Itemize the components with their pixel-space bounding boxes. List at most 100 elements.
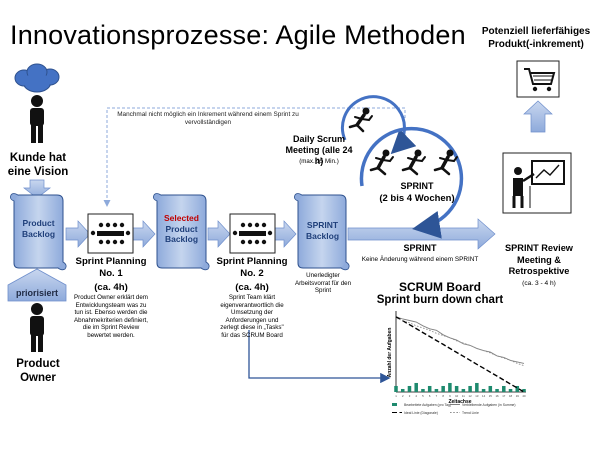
up-arrow-to-increment: [523, 100, 553, 133]
bar-mark: [441, 385, 445, 392]
daily-scrum-title: Daily Scrum Meeting (alle 24 h): [285, 134, 353, 166]
down-arrow-to-backlog: [22, 179, 52, 199]
flow-arrow-4: [273, 220, 297, 248]
x-tick-label: 8: [442, 394, 444, 398]
scrum-board-title: SCRUM Board: [398, 280, 481, 294]
sprint-planning-2-duration: (ca. 4h): [235, 282, 269, 293]
x-tick-label: 18: [509, 394, 513, 398]
daily-scrum-cycle: [340, 95, 417, 155]
review-duration: (ca. 3 - 4 h): [522, 280, 556, 287]
bar-mark: [448, 382, 452, 392]
sprint-planning-2-title: Sprint Planning No. 2: [216, 256, 288, 279]
bar-mark: [475, 382, 479, 392]
flow-arrow-3: [207, 220, 231, 248]
bar-mark: [454, 385, 459, 392]
bar-mark: [407, 385, 412, 392]
y-axis-label: Anzahl der Aufgaben: [387, 328, 393, 378]
legend-swatch: [392, 403, 397, 406]
sprint-backlog-label: SPRINT Backlog: [305, 220, 340, 241]
product-owner-label: Product Owner: [16, 358, 60, 384]
scrum-board-subtitle: Sprint burn down chart: [376, 294, 504, 306]
sprint-planning-1-description: Product Owner erklärt dem Entwicklungste…: [74, 294, 148, 339]
bar-mark: [522, 388, 526, 392]
feedback-note: Manchmal nicht möglich ein Inkrement wäh…: [117, 111, 299, 126]
bar-mark: [421, 388, 425, 392]
product-backlog-label: Product Backlog: [21, 218, 56, 239]
bar-mark: [461, 388, 466, 392]
x-tick-label: 3: [409, 394, 411, 398]
meeting-table-icon: [229, 213, 276, 254]
selected-backlog-scroll: [153, 193, 210, 271]
shopping-cart-icon: [516, 60, 560, 98]
x-tick-label: 1: [395, 394, 397, 398]
x-tick-label: 6: [429, 394, 431, 398]
presenter-icon: [502, 152, 572, 214]
x-tick-label: 11: [462, 394, 465, 398]
feedback-dashed-arrow: [103, 107, 406, 207]
product-backlog-scroll: [10, 193, 67, 271]
sprint-cycle-duration: (2 bis 4 Wochen): [379, 193, 455, 204]
bar-mark: [495, 388, 499, 392]
thought-cloud-icon: [14, 63, 60, 93]
x-tick-label: 7: [436, 394, 438, 398]
legend-entry: Bearbeitete Aufgaben (pro Tag): [404, 403, 451, 407]
selected-backlog-label: Selected Product Backlog: [158, 213, 205, 245]
series-line: [395, 316, 525, 393]
x-tick-label: 17: [502, 394, 506, 398]
legend-entry: Ideal Linie (Diagonale): [404, 411, 438, 415]
bar-mark: [414, 382, 418, 392]
bar-mark: [508, 388, 513, 392]
bar-mark: [400, 388, 405, 392]
x-tick-label: 19: [516, 394, 520, 398]
legend-entry: Trend Linie: [462, 411, 479, 415]
x-tick-label: 10: [455, 394, 459, 398]
x-tick-label: 20: [522, 394, 526, 398]
x-tick-label: 9: [449, 394, 451, 398]
review-label: SPRINT Review Meeting & Retrospektive: [505, 243, 573, 276]
flow-arrow-2: [132, 220, 156, 248]
priorisiert-label: priorisiert: [15, 288, 58, 298]
increment-label: Potenziell lieferfähiges Produkt(-inkrem…: [481, 26, 591, 50]
bar-mark: [427, 385, 432, 392]
thinking-person-icon: [30, 95, 44, 143]
series-line: [395, 317, 525, 367]
runner-icon: [433, 149, 458, 176]
daily-scrum-note: (max. 15 Min.): [299, 158, 339, 165]
x-tick-label: 5: [422, 394, 424, 398]
bar-mark: [488, 385, 493, 392]
sprint-arrow-note: Keine Änderung während einem SPRINT: [361, 256, 479, 263]
x-tick-label: 13: [475, 394, 479, 398]
x-tick-label: 14: [482, 394, 486, 398]
sprint-planning-2-description: Sprint Team klärt eigenverantwortlich di…: [220, 294, 284, 339]
page-title: Innovationsprozesse: Agile Methoden: [10, 20, 466, 50]
customer-label: Kunde hat eine Vision: [7, 152, 69, 178]
legend-entry: Verbleibende Aufgaben (in Summe): [462, 403, 516, 407]
meeting-table-icon: [87, 213, 134, 254]
x-tick-label: 15: [489, 394, 493, 398]
person-icon: [30, 303, 44, 352]
series-line: [395, 316, 525, 364]
x-axis-label: Zeitachse: [448, 399, 471, 405]
priorisiert-house-shape: [7, 268, 67, 302]
sprint-cycle: [359, 126, 464, 239]
bar-mark: [394, 385, 398, 392]
connector-to-scrum-board: [248, 330, 391, 384]
runner-icon: [348, 107, 373, 133]
sprint-backlog-scroll: [294, 193, 350, 271]
flow-arrow-1: [65, 220, 91, 248]
bar-mark: [502, 385, 506, 392]
sprint-planning-1-title: Sprint Planning No. 1: [75, 256, 147, 279]
sprint-cycle-label: SPRINT: [400, 181, 434, 191]
sprint-arrow-label: SPRINT: [403, 243, 437, 253]
x-tick-label: 4: [415, 394, 417, 398]
runner-icon: [369, 149, 394, 176]
bar-mark: [434, 388, 439, 392]
bar-mark: [468, 385, 472, 392]
x-tick-label: 2: [402, 394, 404, 398]
bar-mark: [481, 388, 486, 392]
bar-mark: [515, 385, 520, 392]
runner-icon: [401, 149, 426, 176]
selected-word: Selected: [164, 213, 199, 223]
